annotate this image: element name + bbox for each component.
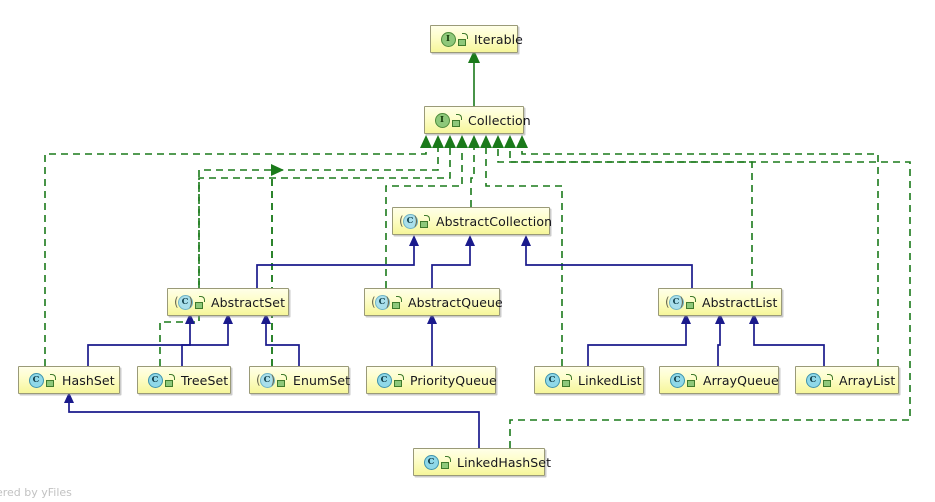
public-visibility-icon bbox=[452, 113, 464, 127]
abstract-class-icon: (C) bbox=[174, 294, 193, 310]
node-collection[interactable]: I Collection bbox=[424, 106, 531, 134]
class-icon: C bbox=[803, 372, 821, 389]
public-visibility-icon bbox=[46, 373, 58, 387]
interface-icon: I bbox=[432, 112, 450, 129]
abstract-class-icon: (C) bbox=[665, 294, 684, 310]
edge-abstractset-to-abstractcollection bbox=[256, 235, 419, 288]
node-treeset[interactable]: C TreeSet bbox=[137, 366, 231, 394]
node-abstractqueue[interactable]: (C) AbstractQueue bbox=[364, 288, 503, 316]
node-label: AbstractSet bbox=[211, 294, 286, 310]
node-arraylist[interactable]: C ArrayList bbox=[795, 366, 899, 394]
public-visibility-icon bbox=[823, 373, 835, 387]
generalization-edges bbox=[64, 235, 825, 448]
abstract-class-icon: (C) bbox=[256, 372, 275, 388]
node-label: ArrayQueue bbox=[703, 372, 779, 388]
node-hashset[interactable]: C HashSet bbox=[18, 366, 120, 394]
public-visibility-icon bbox=[394, 373, 406, 387]
node-linkedhashset[interactable]: C LinkedHashSet bbox=[413, 448, 551, 476]
class-icon: C bbox=[374, 372, 392, 389]
node-priorityqueue[interactable]: C PriorityQueue bbox=[366, 366, 497, 394]
class-icon: C bbox=[421, 454, 439, 471]
node-abstractlist[interactable]: (C) AbstractList bbox=[658, 288, 782, 316]
edge-hashset-to-collection bbox=[44, 135, 432, 366]
edge-arrayqueue-to-abstractlist bbox=[715, 313, 725, 366]
node-label: TreeSet bbox=[181, 372, 229, 388]
node-label: Collection bbox=[468, 112, 531, 128]
class-icon: C bbox=[145, 372, 163, 389]
node-arrayqueue[interactable]: C ArrayQueue bbox=[659, 366, 779, 394]
public-visibility-icon bbox=[562, 373, 574, 387]
node-label: LinkedHashSet bbox=[457, 454, 552, 470]
node-label: AbstractList bbox=[702, 294, 778, 310]
edge-treeset-to-collection bbox=[159, 135, 444, 366]
node-enumset[interactable]: (C) EnumSet bbox=[249, 366, 351, 394]
edge-abstractcollection-to-collection bbox=[468, 135, 480, 207]
node-label: AbstractQueue bbox=[408, 294, 503, 310]
node-iterable[interactable]: I Iterable bbox=[430, 25, 523, 53]
abstract-class-icon: (C) bbox=[371, 294, 390, 310]
edge-treeset-to-abstractset bbox=[181, 313, 233, 366]
public-visibility-icon bbox=[458, 32, 470, 46]
edge-hashset-to-abstractset bbox=[87, 313, 195, 366]
node-label: AbstractCollection bbox=[436, 213, 553, 229]
node-abstractcollection[interactable]: (C) AbstractCollection bbox=[392, 207, 553, 235]
public-visibility-icon bbox=[441, 455, 453, 469]
node-label: ArrayList bbox=[839, 372, 896, 388]
edge-linkedlist-to-collection bbox=[480, 135, 563, 366]
class-icon: C bbox=[26, 372, 44, 389]
edge-arraylist-to-collection bbox=[516, 135, 879, 366]
class-icon: C bbox=[667, 372, 685, 389]
node-label: LinkedList bbox=[578, 372, 642, 388]
class-icon: C bbox=[542, 372, 560, 389]
node-label: Iterable bbox=[474, 31, 523, 47]
node-label: EnumSet bbox=[293, 372, 351, 388]
public-visibility-icon bbox=[686, 295, 698, 309]
edge-abstractqueue-to-abstractcollection bbox=[431, 235, 475, 288]
edge-linkedlist-to-abstractlist bbox=[587, 313, 691, 366]
interface-icon: I bbox=[438, 31, 456, 48]
edge-linkedhashset-to-hashset bbox=[64, 392, 480, 448]
edge-abstractlist-to-abstractcollection bbox=[521, 235, 693, 288]
public-visibility-icon bbox=[195, 295, 207, 309]
abstract-class-icon: (C) bbox=[399, 213, 418, 229]
public-visibility-icon bbox=[277, 373, 289, 387]
public-visibility-icon bbox=[687, 373, 699, 387]
public-visibility-icon bbox=[165, 373, 177, 387]
edge-arraylist-to-abstractlist bbox=[749, 313, 825, 366]
edge-enumset-to-abstractset bbox=[261, 313, 300, 366]
node-linkedlist[interactable]: C LinkedList bbox=[534, 366, 644, 394]
node-abstractset[interactable]: (C) AbstractSet bbox=[167, 288, 289, 316]
yfiles-watermark: Powered by yFiles bbox=[0, 486, 72, 499]
public-visibility-icon bbox=[420, 214, 432, 228]
node-label: PriorityQueue bbox=[410, 372, 497, 388]
public-visibility-icon bbox=[392, 295, 404, 309]
node-label: HashSet bbox=[62, 372, 115, 388]
